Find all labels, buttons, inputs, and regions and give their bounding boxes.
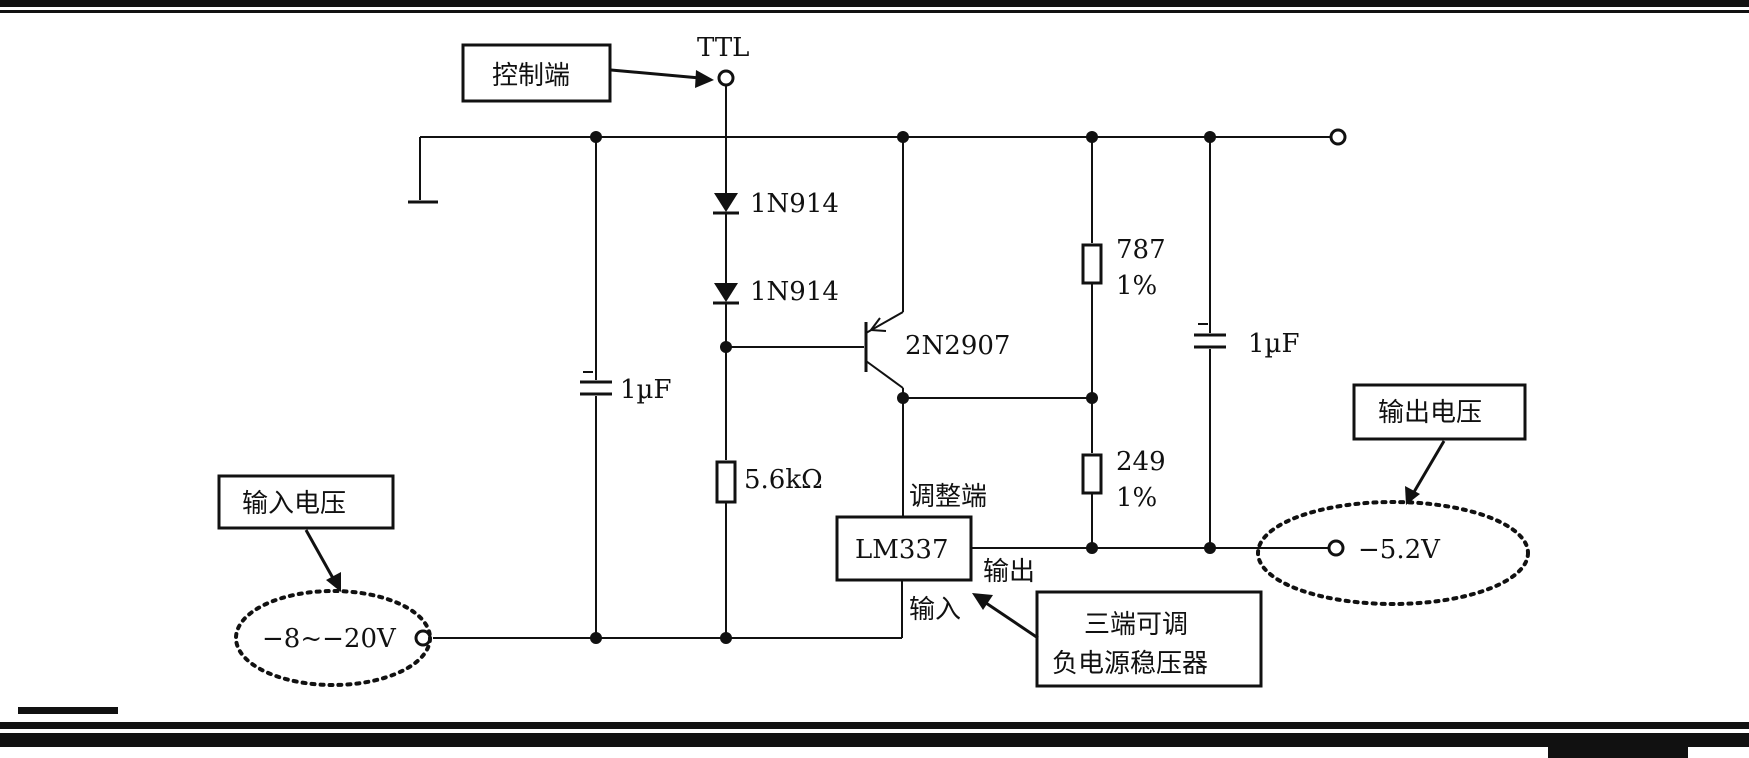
left-capacitor-label: 1µF bbox=[620, 375, 671, 405]
input-callout: 输入电压 −8~−20V bbox=[217, 474, 432, 687]
output-callout-text: 输出电压 bbox=[1378, 398, 1482, 428]
output-voltage-value: −5.2V bbox=[1358, 535, 1441, 565]
ttl-label: TTL bbox=[697, 33, 749, 63]
transistor-2n2907: 2N2907 bbox=[726, 137, 1092, 517]
input-callout-text: 输入电压 bbox=[242, 489, 346, 519]
ttl-input: TTL bbox=[697, 33, 749, 87]
lm337-label: LM337 bbox=[855, 535, 949, 565]
diode2-label: 1N914 bbox=[750, 277, 839, 307]
junction-dots bbox=[590, 131, 1216, 644]
ground-rail bbox=[408, 128, 1347, 204]
regulator-callout-line2: 负电源稳压器 bbox=[1052, 649, 1208, 679]
regulator-callout-line1: 三端可调 bbox=[1084, 610, 1188, 640]
ground-terminal[interactable] bbox=[1329, 128, 1347, 146]
transistor-label: 2N2907 bbox=[905, 331, 1010, 361]
diode1-label: 1N914 bbox=[750, 189, 839, 219]
output-pin-label: 输出 bbox=[983, 557, 1035, 587]
output-callout: 输出电压 −5.2V bbox=[1256, 383, 1530, 606]
output-terminal[interactable] bbox=[1327, 539, 1345, 557]
resistor-787-label: 787 bbox=[1116, 235, 1166, 265]
regulator-callout: 三端可调 负电源稳压器 bbox=[972, 590, 1263, 688]
left-capacitor: 1µF bbox=[580, 137, 671, 638]
input-pin-label: 输入 bbox=[909, 595, 961, 625]
control-callout-text: 控制端 bbox=[492, 61, 570, 91]
input-rail bbox=[414, 580, 903, 647]
resistor-divider: 787 1% 249 1% bbox=[1081, 137, 1166, 548]
right-capacitor: 1µF bbox=[1194, 137, 1299, 548]
right-capacitor-label: 1µF bbox=[1248, 329, 1299, 359]
adjust-pin-label: 调整端 bbox=[909, 482, 987, 512]
resistor-5k6-label: 5.6kΩ bbox=[744, 465, 823, 495]
input-voltage-value: −8~−20V bbox=[262, 624, 397, 654]
diode-branch: 1N914 1N914 5.6kΩ bbox=[713, 85, 839, 638]
resistor-249-label: 249 bbox=[1116, 447, 1166, 477]
control-callout: 控制端 bbox=[461, 43, 714, 103]
resistor-787-tolerance: 1% bbox=[1116, 271, 1157, 301]
ttl-terminal[interactable] bbox=[717, 69, 735, 87]
resistor-249-tolerance: 1% bbox=[1116, 483, 1157, 513]
lm337-regulator: LM337 调整端 输出 输入 bbox=[835, 482, 1035, 625]
output-rail bbox=[972, 539, 1345, 557]
